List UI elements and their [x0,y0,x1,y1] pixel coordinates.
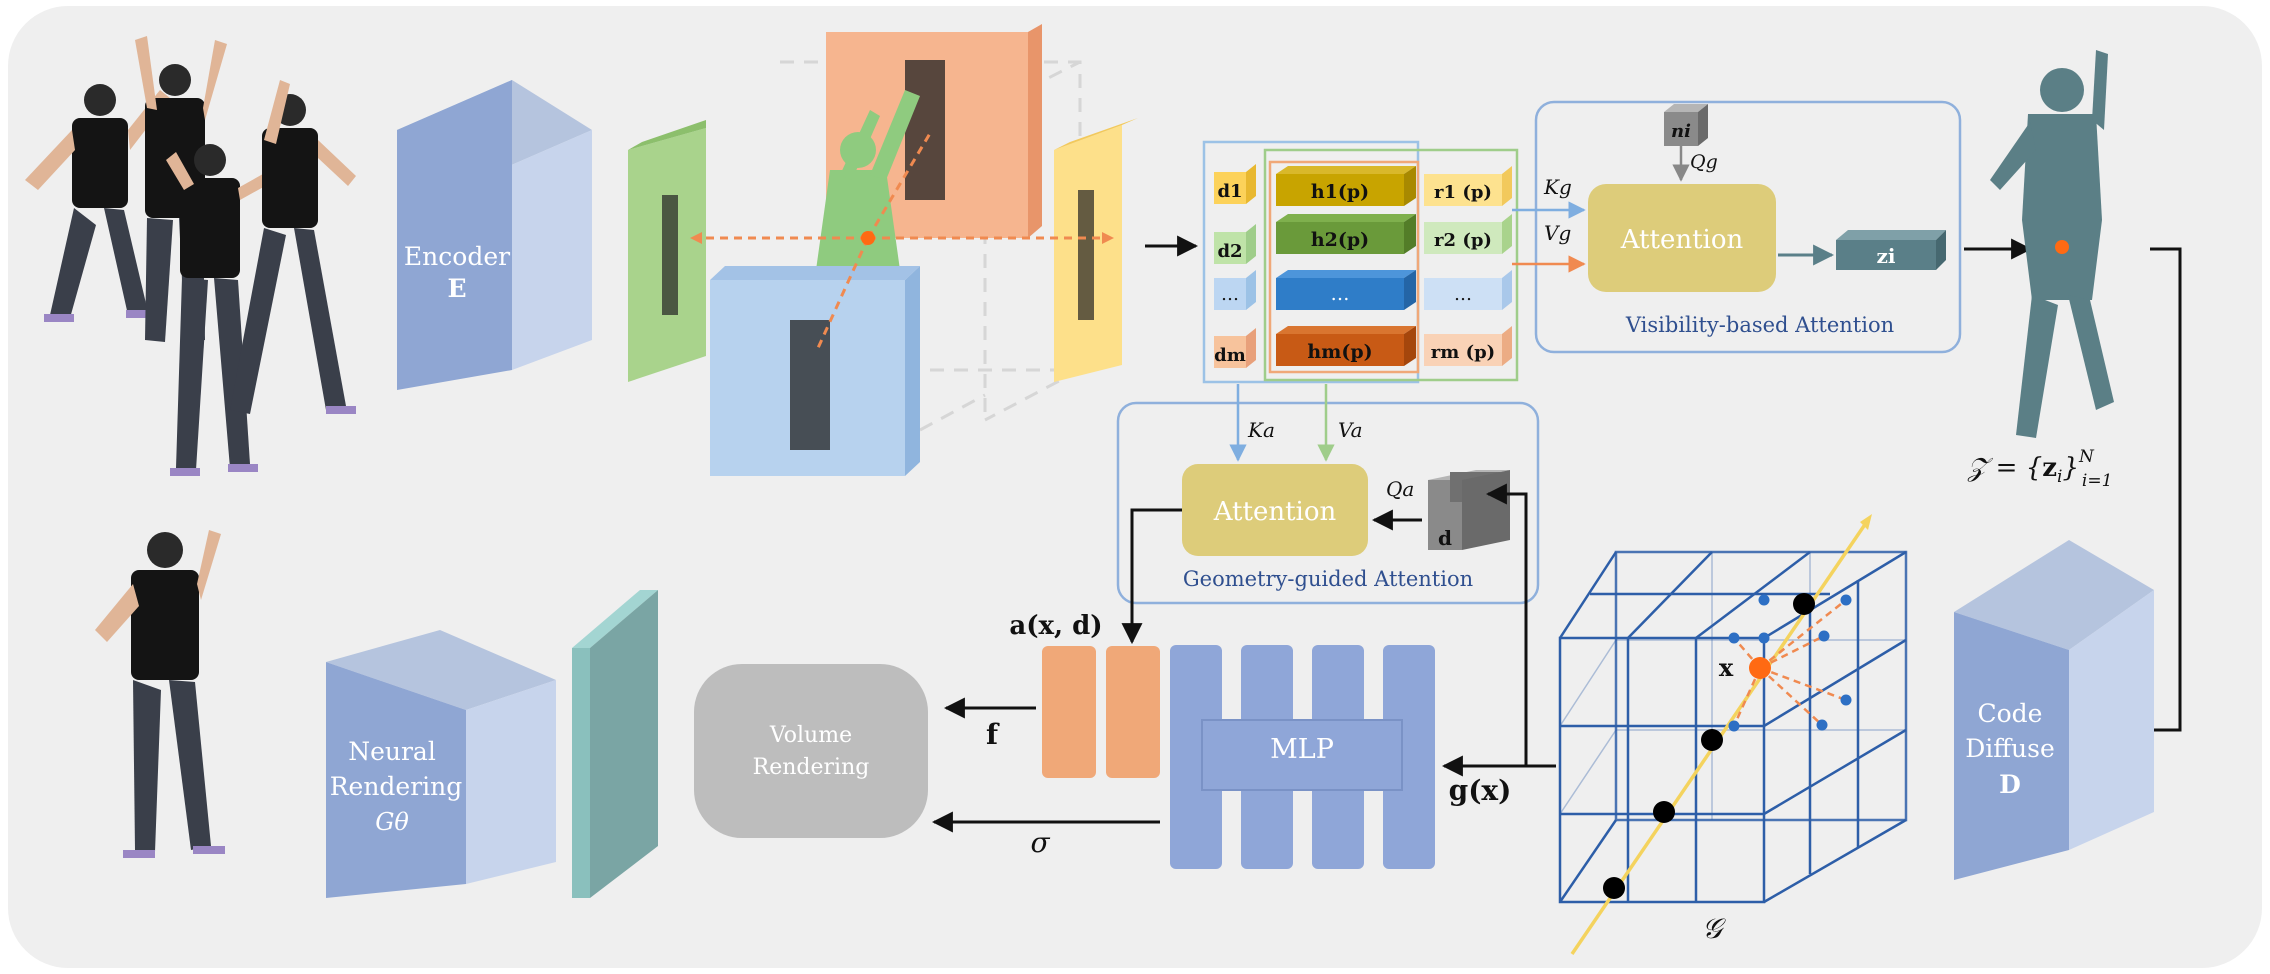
visibility-attention-panel: Attention ni Qg zi Visibility-based Atte… [1534,100,1962,354]
d-cell: dm [1214,345,1246,366]
d-column: d1 d2 … dm [1214,164,1256,368]
d-label: d [1438,526,1452,550]
encoder-block: Encoder E [397,80,592,390]
query-point [861,231,875,245]
triplane-volume [628,24,1138,476]
h-cell: … [1331,283,1350,305]
r-cell: … [1454,284,1472,305]
r-cell: r2 (p) [1434,230,1492,251]
h-cell: h1(p) [1311,181,1369,203]
encoder-label: Encoder [404,242,510,271]
neural-rendering-block: Neural Rendering Gθ [326,590,658,898]
q-a-label: Qa [1386,477,1414,501]
sample-point-x [1749,657,1771,679]
attention-box-top [1588,184,1776,292]
neural-rendering-label-1: Neural [348,737,436,766]
neural-rendering-label-2: Rendering [330,772,463,801]
f-label: f [986,718,1000,751]
z-i-label: zi [1877,244,1896,268]
sigma-label: σ [1030,826,1050,859]
body-point [2055,240,2069,254]
x-label: x [1719,653,1734,682]
volume-rendering-label-1: Volume [769,723,852,748]
v-g-label: Vg [1544,221,1571,245]
latent-code-body [1990,50,2114,438]
h-cell: h2(p) [1311,229,1369,251]
rendered-output-figure [95,530,225,858]
a-xd-label: a(x, d) [1009,611,1102,641]
h-column: h1(p) h2(p) … hm(p) [1276,166,1416,366]
d-cell: … [1221,284,1239,305]
attention-label-top: Attention [1620,225,1744,255]
input-multiview-figures [25,36,356,476]
green-body-silhouette [816,90,920,270]
z-i-cube: zi [1836,230,1946,270]
n-i-cube: ni [1664,104,1708,146]
code-diffuse-block: Code Diffuse D [1954,540,2154,880]
feature-bars [1042,646,1160,778]
feature-table: d1 d2 … dm h1(p) h2(p) … hm(p) [1202,140,1519,384]
d-cube: d [1428,470,1510,550]
volume-rendering-label-2: Rendering [753,755,870,780]
v-a-label: Va [1338,418,1363,442]
mlp-block: MLP [1170,645,1435,869]
geometry-caption: Geometry-guided Attention [1183,567,1473,591]
code-diffuse-symbol: D [1999,770,2021,799]
code-diffuse-label-2: Diffuse [1965,734,2055,763]
k-g-label: Kg [1543,175,1572,199]
attention-label-mid: Attention [1213,497,1337,527]
r-cell: rm (p) [1431,342,1495,363]
mlp-label: MLP [1270,734,1334,765]
n-i-label: ni [1671,121,1691,142]
code-diffuse-label-1: Code [1978,699,2043,728]
g-x-label: g(x) [1449,774,1512,807]
d-cell: d2 [1217,241,1242,262]
q-g-label: Qg [1690,151,1718,173]
volume-rendering-block: Volume Rendering [694,664,928,838]
grid-vertices [1728,594,1852,732]
d-cell: d1 [1217,181,1242,202]
encoder-symbol: E [447,274,466,303]
r-cell: r1 (p) [1434,182,1492,203]
ray-samples [1603,593,1815,899]
visibility-caption: Visibility-based Attention [1625,313,1894,337]
r-column: r1 (p) r2 (p) … rm (p) [1424,166,1512,366]
k-a-label: Ka [1247,418,1275,442]
h-cell: hm(p) [1307,341,1372,363]
neural-rendering-symbol: Gθ [375,808,409,836]
attention-box-mid [1182,464,1368,556]
